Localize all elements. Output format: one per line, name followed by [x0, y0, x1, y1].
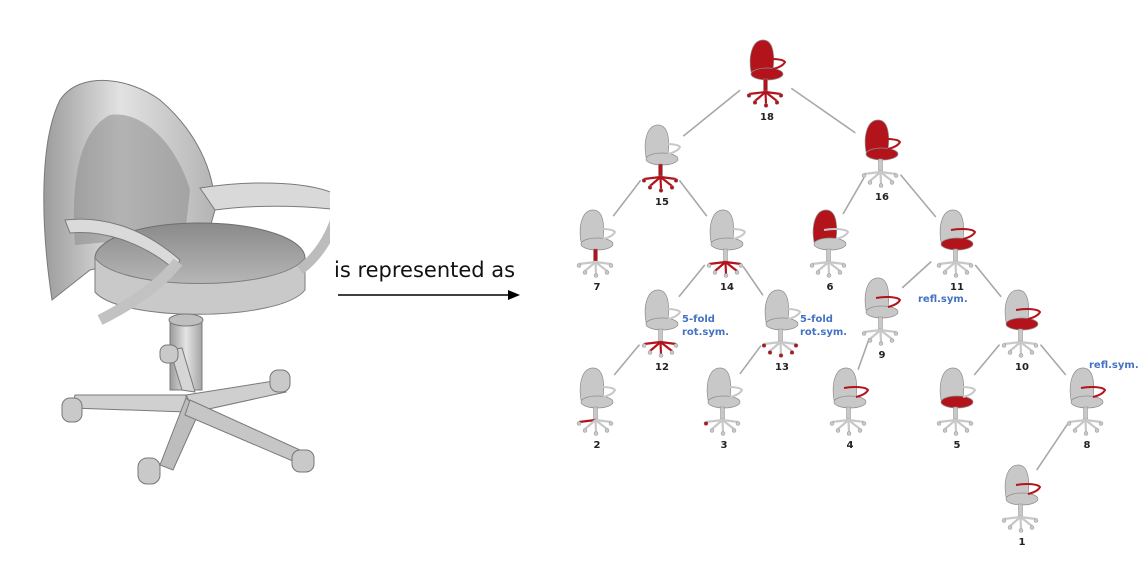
tree-edge: [901, 260, 932, 289]
node-label: 18: [760, 112, 774, 123]
tree-node-chair: 15: [641, 124, 682, 208]
caption-text: is represented as: [334, 258, 516, 282]
tree-node-chair: 7: [576, 209, 617, 293]
tree-node-chair: 9: [861, 277, 902, 361]
tree-node-chair: 12: [641, 289, 682, 373]
symmetry-annotation: rot.sym.: [800, 327, 847, 338]
tree-node-chair: 5: [936, 367, 977, 451]
tree-edge: [1036, 424, 1068, 471]
tree-node-chair: 8: [1066, 367, 1107, 451]
chair-mesh-illustration: [43, 80, 330, 485]
tree-edge: [739, 345, 762, 375]
tree-edge: [678, 264, 706, 298]
node-label: 11: [950, 282, 964, 293]
tree-edge: [857, 337, 871, 371]
tree-node-chair: 4: [829, 367, 870, 451]
node-label: 14: [720, 282, 734, 293]
tree-edge: [613, 344, 641, 376]
node-label: 12: [655, 362, 669, 373]
tree-edge: [678, 179, 708, 217]
node-label: 13: [775, 362, 789, 373]
tree-node-chair: 13: [761, 289, 802, 373]
tree-node-chair: 16: [861, 119, 902, 203]
symmetry-annotation: 5-fold: [682, 314, 715, 325]
node-label: 7: [594, 282, 601, 293]
node-label: 10: [1015, 362, 1029, 373]
node-label: 4: [847, 440, 854, 451]
tree-edge: [790, 87, 856, 134]
node-label: 6: [827, 282, 834, 293]
tree-edge: [974, 264, 1002, 298]
tree-node-chair: 1: [1001, 464, 1042, 548]
arrow-icon: [338, 290, 520, 300]
tree-edge: [612, 179, 642, 217]
tree-node-chair: 10: [1001, 289, 1042, 373]
tree-edge: [899, 174, 937, 218]
node-label: 9: [879, 350, 886, 361]
symmetry-annotation: refl.sym.: [918, 294, 968, 305]
symmetry-annotation: refl.sym.: [1089, 360, 1139, 371]
tree-edge: [742, 265, 764, 296]
tree-edge: [973, 344, 1001, 376]
node-label: 3: [721, 440, 728, 451]
node-label: 16: [875, 192, 889, 203]
node-label: 1: [1019, 537, 1026, 548]
tree-node-chair: 18: [746, 39, 787, 123]
tree-edge: [842, 177, 865, 215]
symmetry-annotation: rot.sym.: [682, 327, 729, 338]
tree-node-chair: 14: [706, 209, 747, 293]
node-label: 2: [594, 440, 601, 451]
tree-node-chair: 6: [809, 209, 850, 293]
node-label: 5: [954, 440, 961, 451]
node-label: 8: [1084, 440, 1091, 451]
tree-node-chair: 3: [703, 367, 744, 451]
tree-node-chair: 11: [936, 209, 977, 293]
tree-edge: [682, 89, 741, 137]
node-label: 15: [655, 197, 669, 208]
tree-node-chair: 2: [576, 367, 617, 451]
tree-edge: [1039, 344, 1067, 376]
symmetry-annotation: 5-fold: [800, 314, 833, 325]
